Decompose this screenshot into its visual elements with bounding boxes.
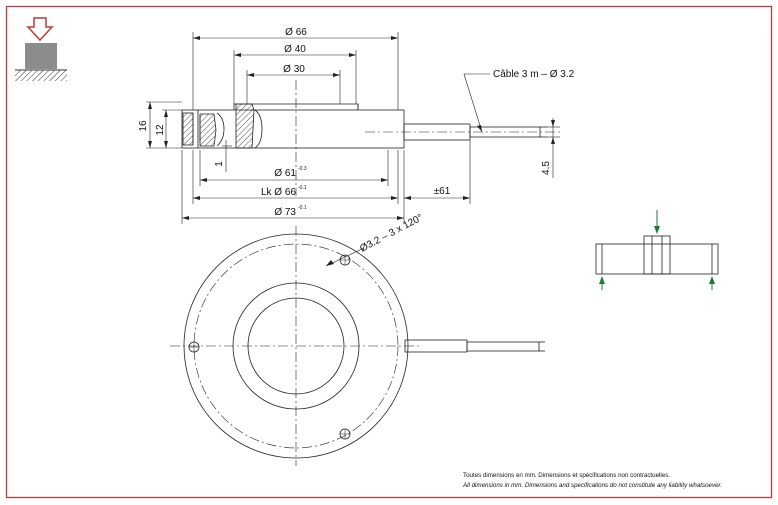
dim-d73-tolerance: -0.1: [298, 205, 307, 211]
ground-hatch: [15, 70, 67, 81]
dim-lk66: Lk Ø 66: [261, 187, 296, 198]
load-diagram: [595, 235, 719, 275]
side-view: [181, 80, 562, 196]
reaction-up-icon: [599, 276, 605, 284]
cable-label: Câble 3 m – Ø 3.2: [493, 69, 575, 80]
load-indicator: [15, 17, 67, 81]
page-border: [5, 5, 773, 499]
dimension-lines: [146, 32, 560, 267]
top-view: [170, 226, 545, 466]
holes-label: Ø3.2 – 3 x 120°: [358, 212, 425, 254]
dim-lk66-tolerance: -0.1: [298, 185, 307, 191]
force-down-icon: [654, 226, 660, 234]
load-block-icon: [25, 43, 57, 69]
note-english: All dimensions in mm. Dimensions and spe…: [462, 482, 722, 489]
dim-h1: 1: [214, 161, 225, 167]
note-french: Toutes dimensions en mm. Dimensions et s…: [463, 472, 670, 479]
dim-d73: Ø 73: [274, 207, 296, 218]
reaction-up-icon: [709, 276, 715, 284]
dim-d40: Ø 40: [284, 44, 306, 55]
force-arrows: [599, 210, 715, 290]
dimension-arrows: [148, 36, 555, 266]
dim-d30: Ø 30: [283, 64, 305, 75]
dim-length-61: ±61: [434, 186, 451, 197]
dim-d61-tolerance: -0.3: [298, 166, 307, 172]
dim-d61: Ø 61: [274, 168, 296, 179]
dim-d66: Ø 66: [285, 27, 307, 38]
dim-h12: 12: [155, 124, 166, 136]
down-arrow-icon: [26, 17, 54, 42]
dim-h16: 16: [138, 120, 149, 132]
dim-h45: 4.5: [541, 161, 552, 175]
